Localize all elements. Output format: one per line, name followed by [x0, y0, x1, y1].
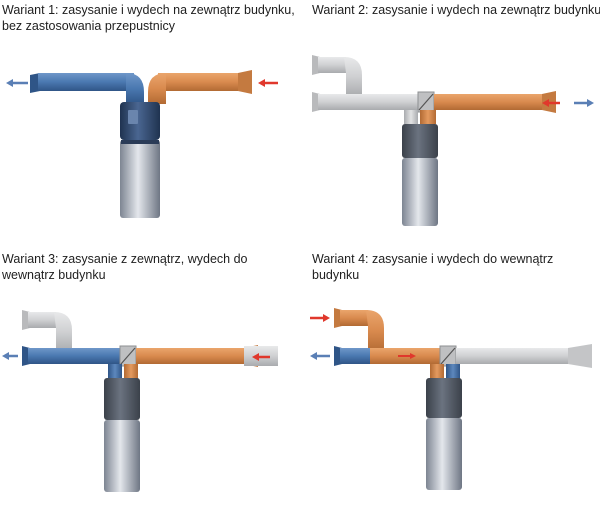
v2-grey-main-duct — [318, 94, 428, 110]
v1-orange-duct — [158, 73, 238, 91]
variant-4-caption-line1: Wariant 4: zasysanie i wydech do wewnątr… — [312, 252, 554, 266]
variant-4-caption-line2: budynku — [312, 268, 360, 282]
v2-orange-down-duct — [420, 110, 436, 124]
v3-blue-duct — [28, 348, 128, 364]
v1-control-panel — [128, 110, 138, 124]
v2-tank-top — [402, 124, 438, 158]
v4-blue-duct — [340, 348, 370, 364]
v1-tank-body — [120, 140, 160, 218]
v2-orange-duct — [434, 94, 542, 110]
variant-3-diagram — [2, 310, 278, 492]
v4-tank-top — [426, 378, 462, 418]
v1-orange-flare — [238, 70, 252, 94]
v2-grey-upper-elbow — [344, 57, 362, 96]
v4-grey-duct — [456, 348, 568, 364]
variant-2-caption-line1: Wariant 2: zasysanie i wydech na zewnątr… — [312, 3, 600, 17]
v1-inflow-arrow-icon — [258, 79, 278, 87]
v2-outflow-arrow-icon — [574, 99, 594, 107]
variant-1-caption-line2: bez zastosowania przepustnicy — [2, 19, 176, 33]
variant-1-diagram — [6, 70, 278, 218]
v3-outflow-arrow-icon — [2, 352, 18, 360]
variant-3-caption: Wariant 3: zasysanie z zewnątrz, wydech … — [2, 251, 247, 283]
variant-3-caption-line1: Wariant 3: zasysanie z zewnątrz, wydech … — [2, 252, 248, 266]
variant-2-diagram — [312, 55, 594, 226]
v1-blue-elbow — [126, 73, 144, 104]
v2-grey-upper-duct — [318, 57, 346, 73]
variant-3-caption-line2: wewnątrz budynku — [2, 268, 106, 282]
v4-tank-body — [426, 418, 462, 490]
v3-tank-body — [104, 420, 140, 492]
variant-1-caption: Wariant 1: zasysanie i wydech na zewnątr… — [2, 2, 295, 34]
v1-blue-flare — [30, 73, 40, 93]
v1-tank-top — [120, 102, 160, 140]
v4-inflow-arrow-icon — [310, 314, 330, 322]
v2-inflow-arrow-icon — [542, 99, 560, 107]
v4-inner-flow-arrow-icon — [398, 353, 416, 359]
v2-tank-body — [402, 158, 438, 226]
v4-outflow-arrow-icon — [310, 352, 330, 360]
v3-tank-top — [104, 378, 140, 420]
v1-orange-elbow — [148, 73, 166, 104]
v1-blue-duct — [38, 73, 134, 91]
v4-orange-upper-duct — [340, 310, 368, 326]
v3-grey-upper-duct — [28, 312, 56, 328]
v3-inflow-arrow-icon — [252, 353, 270, 361]
v1-outflow-arrow-icon — [6, 79, 28, 87]
v3-orange-duct — [136, 348, 244, 364]
variant-2-caption: Wariant 2: zasysanie i wydech na zewnątr… — [312, 2, 600, 18]
variant-4-caption: Wariant 4: zasysanie i wydech do wewnątr… — [312, 251, 553, 283]
variant-4-diagram — [310, 308, 592, 490]
variant-1-caption-line1: Wariant 1: zasysanie i wydech na zewnątr… — [2, 3, 295, 17]
